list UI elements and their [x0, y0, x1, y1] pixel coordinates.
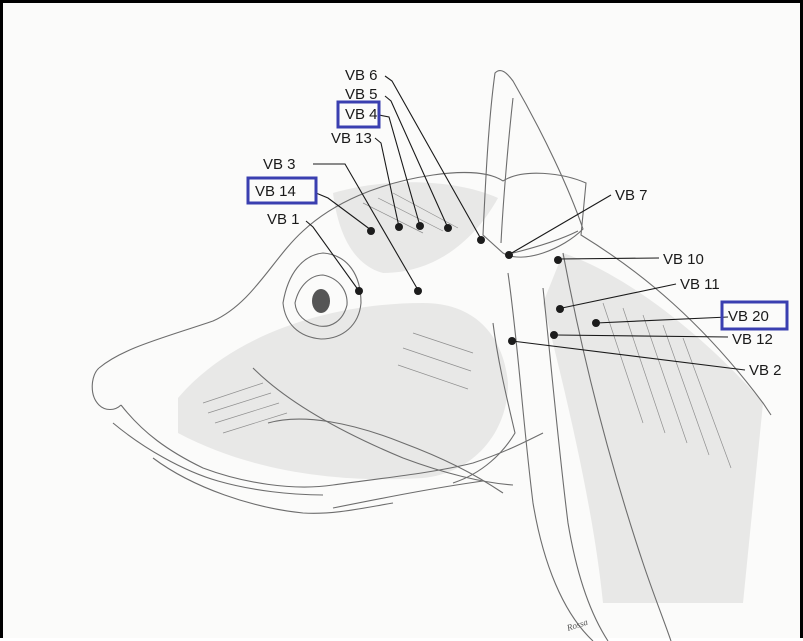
dog-head-illustration: Rossa VB 6	[3, 3, 803, 641]
point-vb13	[395, 223, 403, 231]
point-vb14	[367, 227, 375, 235]
label-vb10: VB 10	[663, 251, 704, 268]
artist-signature: Rossa	[565, 617, 590, 634]
point-vb20	[592, 319, 600, 327]
label-vb3: VB 3	[263, 156, 296, 173]
label-vb1: VB 1	[267, 211, 300, 228]
point-vb11	[556, 305, 564, 313]
label-vb13: VB 13	[331, 130, 372, 147]
point-vb10	[554, 256, 562, 264]
label-vb12: VB 12	[732, 331, 773, 348]
dog-head-anatomy: Rossa	[92, 71, 771, 641]
point-vb7	[505, 251, 513, 259]
point-vb2	[508, 337, 516, 345]
label-vb11: VB 11	[680, 276, 720, 293]
label-vb7: VB 7	[615, 187, 648, 204]
point-vb4	[416, 222, 424, 230]
point-vb6	[477, 236, 485, 244]
point-vb1	[355, 287, 363, 295]
highlight-boxes	[248, 102, 787, 329]
label-vb2: VB 2	[749, 362, 782, 379]
point-vb12	[550, 331, 558, 339]
point-vb5	[444, 224, 452, 232]
label-vb6: VB 6	[345, 67, 378, 84]
label-vb4: VB 4	[345, 106, 378, 123]
label-vb5: VB 5	[345, 86, 378, 103]
label-vb20: VB 20	[728, 308, 769, 325]
label-vb14: VB 14	[255, 183, 296, 200]
point-vb3	[414, 287, 422, 295]
